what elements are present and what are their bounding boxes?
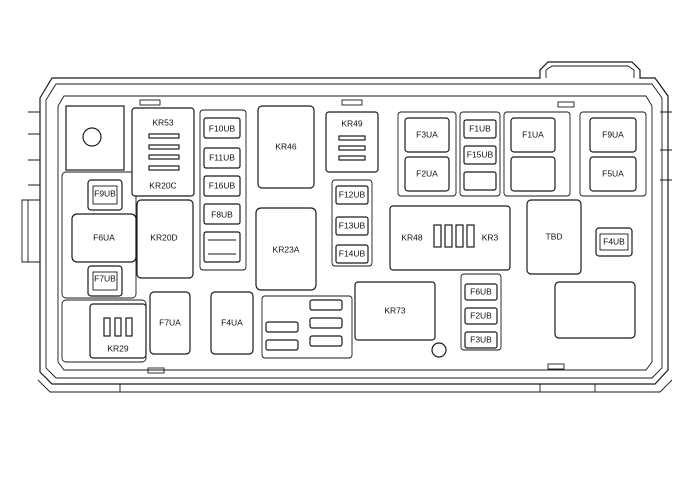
kr20d-label: KR20D [150, 232, 177, 242]
f8ub-label: F8UB [211, 209, 233, 219]
fuse-f16ub [203, 175, 241, 197]
f9ub-label: F9UB [94, 188, 116, 198]
fuse-slot-empty-3 [510, 156, 556, 192]
f13ub-label: F13UB [339, 220, 366, 230]
fuse-f9ua [589, 117, 637, 153]
f2ua-label: F2UA [416, 168, 438, 178]
mount-hole-2 [431, 342, 447, 358]
fuse-f7ua [149, 291, 191, 355]
f11ub-label: F11UB [209, 152, 235, 162]
f1ua-label: F1UA [522, 129, 544, 139]
fuse-f14ub [335, 244, 369, 264]
tbd-label: TBD [546, 231, 563, 241]
fuse-f6ub [464, 283, 498, 301]
fuse-f1ub [463, 119, 497, 139]
fuse-f6ua [71, 213, 137, 263]
relay-kr73 [354, 281, 436, 341]
kr53-label: KR53 [152, 117, 174, 127]
fuse-f3ua [404, 117, 450, 153]
kr23a-label: KR23A [273, 244, 300, 254]
relay-kr20d [136, 199, 194, 279]
mount-bracket [65, 105, 125, 171]
fuse-f13ub [335, 216, 369, 236]
fuse-f3ub [464, 331, 498, 349]
relay-tbd [526, 199, 582, 275]
kr73-label: KR73 [384, 305, 406, 315]
kr46-label: KR46 [275, 141, 297, 151]
relay-kr46 [257, 105, 315, 189]
f14ub-label: F14UB [339, 248, 366, 258]
f3ub-label: F3UB [470, 334, 492, 344]
kr3-label: KR3 [482, 232, 499, 242]
fuse-f4ub [595, 227, 633, 257]
fuse-f10ub [203, 117, 241, 139]
f5ua-label: F5UA [602, 168, 624, 178]
fuse-f12ub [335, 185, 369, 205]
f7ub-label: F7UB [94, 273, 116, 283]
f2ub-label: F2UB [470, 310, 492, 320]
fuse-f5ua [589, 156, 637, 192]
relay-kr53-kr20c [131, 107, 195, 197]
f15ub-label: F15UB [467, 149, 494, 159]
mount-hole [82, 127, 102, 147]
f9ua-label: F9UA [602, 129, 624, 139]
f16ub-label: F16UB [209, 180, 236, 190]
kr29-label: KR29 [107, 343, 129, 353]
fuse-f7ub [87, 265, 123, 297]
fuse-f2ub [464, 307, 498, 325]
relay-slot-empty [554, 281, 636, 339]
housing-outline [39, 61, 669, 385]
fuse-f2ua [404, 156, 450, 192]
fuse-f8ub [203, 203, 241, 225]
kr48-label: KR48 [401, 232, 423, 242]
fuse-f4ua [210, 291, 254, 355]
fuse-slot-empty-2 [463, 171, 497, 191]
fuse-slot-empty [203, 231, 241, 263]
f1ub-label: F1UB [469, 123, 491, 133]
fuse-f15ub [463, 145, 497, 165]
f6ub-label: F6UB [470, 286, 492, 296]
f10ub-label: F10UB [209, 123, 236, 133]
f3ua-label: F3UA [416, 129, 438, 139]
f12ub-label: F12UB [339, 189, 366, 199]
relay-kr23a [255, 207, 317, 291]
fuse-f9ub [87, 179, 123, 211]
fuse-f1ua [510, 117, 556, 153]
kr20c-label: KR20C [149, 180, 176, 190]
kr49-label: KR49 [341, 118, 363, 128]
f4ua-label: F4UA [221, 317, 243, 327]
f6ua-label: F6UA [93, 232, 115, 242]
fuse-f11ub [203, 147, 241, 169]
f7ua-label: F7UA [159, 317, 181, 327]
f4ub-label: F4UB [603, 236, 625, 246]
